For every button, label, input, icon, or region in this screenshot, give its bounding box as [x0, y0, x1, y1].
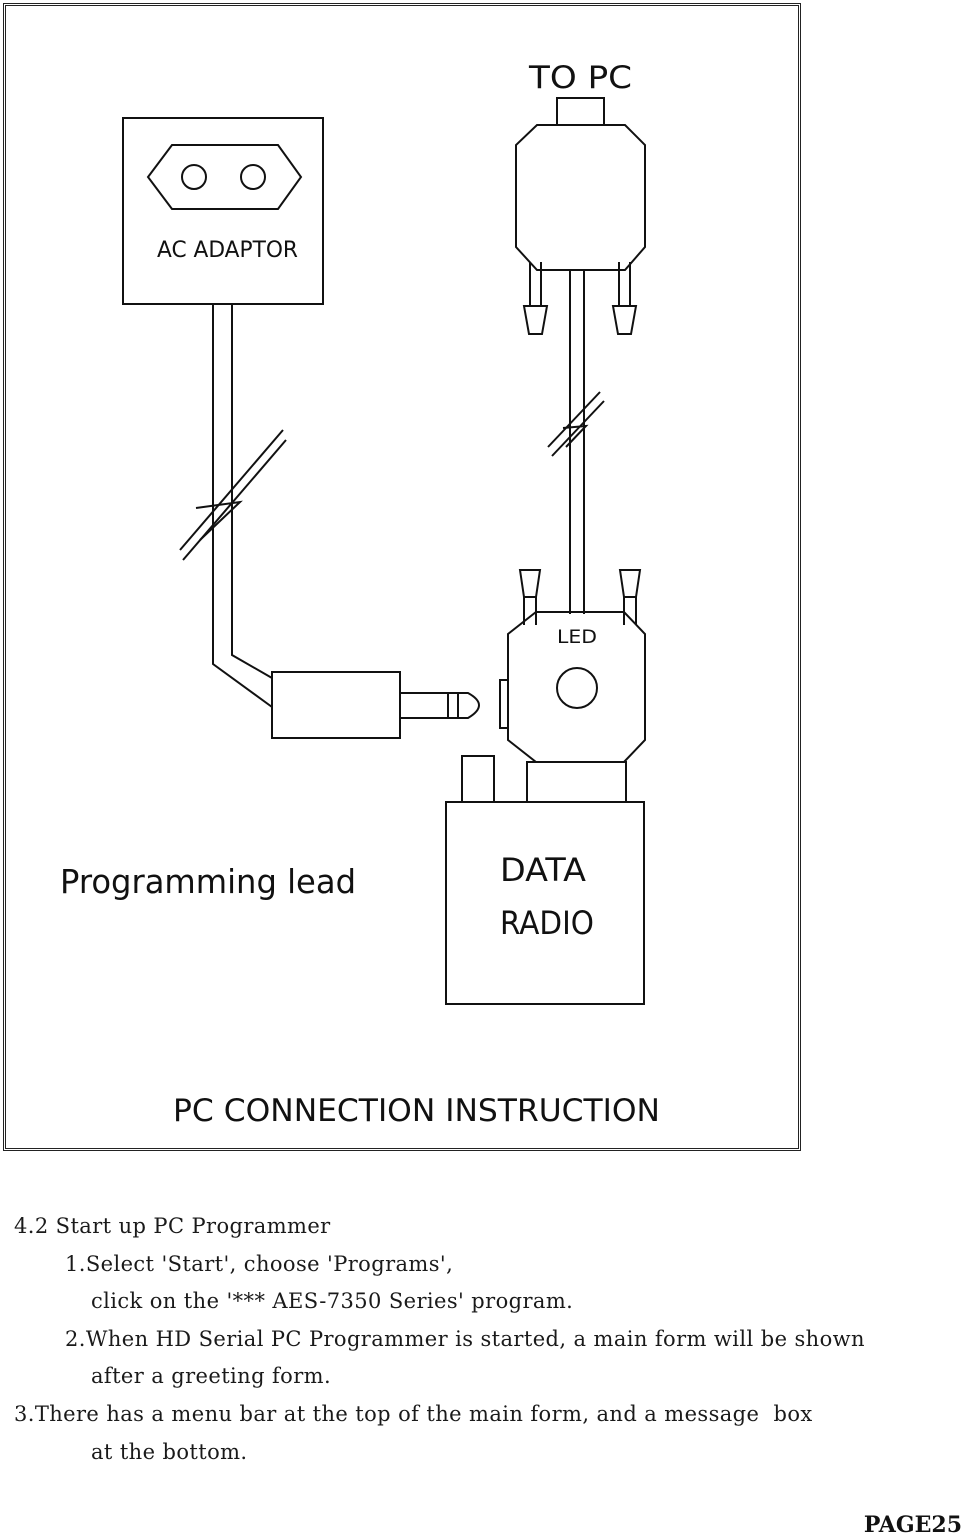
page-number: PAGE25 [863, 1512, 962, 1538]
figure-frame [3, 3, 801, 1151]
radio-connector [499, 569, 646, 803]
headphone-jack-plug-icon [271, 671, 480, 739]
data-radio [445, 755, 645, 1005]
diagram-caption: PC CONNECTION INSTRUCTION [173, 1093, 660, 1129]
data-radio-label-line2: RADIO [500, 904, 594, 942]
cable-break-icon [547, 391, 605, 457]
step-3-line-1: 3.There has a menu bar at the top of the… [14, 1401, 813, 1426]
data-radio-label-line1: DATA [500, 851, 586, 889]
adaptor-cable [179, 304, 287, 708]
step-2-line-1: 2.When HD Serial PC Programmer is starte… [65, 1326, 865, 1351]
pc-cable [547, 270, 605, 614]
step-1-line-2: click on the '*** AES-7350 Series' progr… [91, 1289, 574, 1314]
led-indicator-icon [556, 667, 598, 709]
section-heading: 4.2 Start up PC Programmer [14, 1214, 331, 1238]
cable-break-icon [179, 429, 287, 561]
ac-socket-icon [146, 144, 303, 210]
led-label: LED [557, 626, 597, 648]
step-3-line-2: at the bottom. [91, 1439, 248, 1464]
step-2-line-2: after a greeting form. [91, 1364, 332, 1389]
step-1-line-1: 1.Select 'Start', choose 'Programs', [65, 1251, 454, 1276]
pc-connector-icon [515, 97, 646, 335]
ac-adaptor-label: AC ADAPTOR [157, 238, 298, 263]
to-pc-label: TO PC [528, 60, 632, 96]
instructions-section: 4.2 Start up PC Programmer 1.Select 'Sta… [14, 1208, 954, 1471]
pc-connection-diagram: TO PC AC ADAPTOR LED Programming lead DA… [60, 60, 660, 1129]
programming-lead-label: Programming lead [60, 862, 356, 901]
ac-adaptor [122, 117, 324, 305]
